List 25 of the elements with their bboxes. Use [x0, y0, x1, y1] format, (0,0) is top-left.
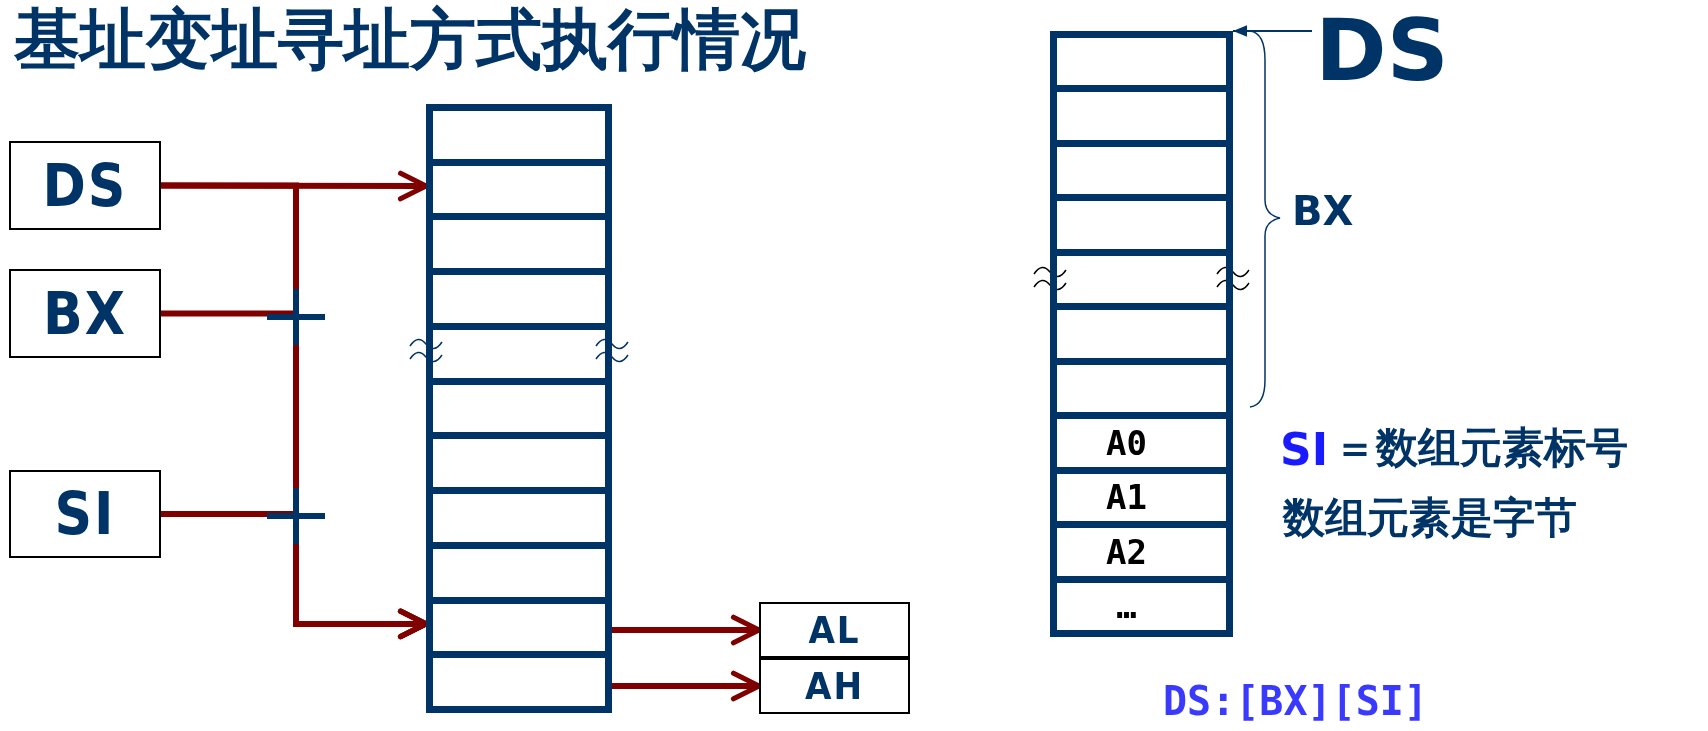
memory-column: [1050, 31, 1233, 637]
brace-label: BX: [1292, 188, 1354, 234]
register-name: DS: [42, 151, 128, 220]
register-box: [759, 602, 910, 658]
register-name: BX: [43, 279, 127, 348]
memory-column: [426, 104, 612, 713]
array-element-label: A1: [1106, 477, 1147, 518]
array-element-label: A2: [1106, 531, 1147, 572]
register-name: SI: [1280, 424, 1329, 475]
register-name: SI: [54, 480, 116, 548]
arrow: [1232, 25, 1313, 37]
title: 基址变址寻址方式执行情况: [14, 0, 806, 80]
register-box: [9, 141, 161, 230]
register-box: [9, 470, 161, 558]
address-expression: DS:[BX][SI]: [1163, 678, 1428, 724]
array-element-label: A0: [1106, 422, 1147, 463]
register-box: [759, 658, 910, 714]
register-name: AL: [808, 608, 861, 652]
arrow: [161, 511, 429, 640]
note-text: 数组元素是字节: [1283, 492, 1577, 544]
note-text: ＝数组元素标号: [1334, 422, 1628, 474]
array-element-label: …: [1116, 586, 1137, 627]
register-box: [9, 269, 161, 358]
register-name: DS: [1312, 6, 1452, 94]
register-name: AH: [804, 664, 865, 708]
